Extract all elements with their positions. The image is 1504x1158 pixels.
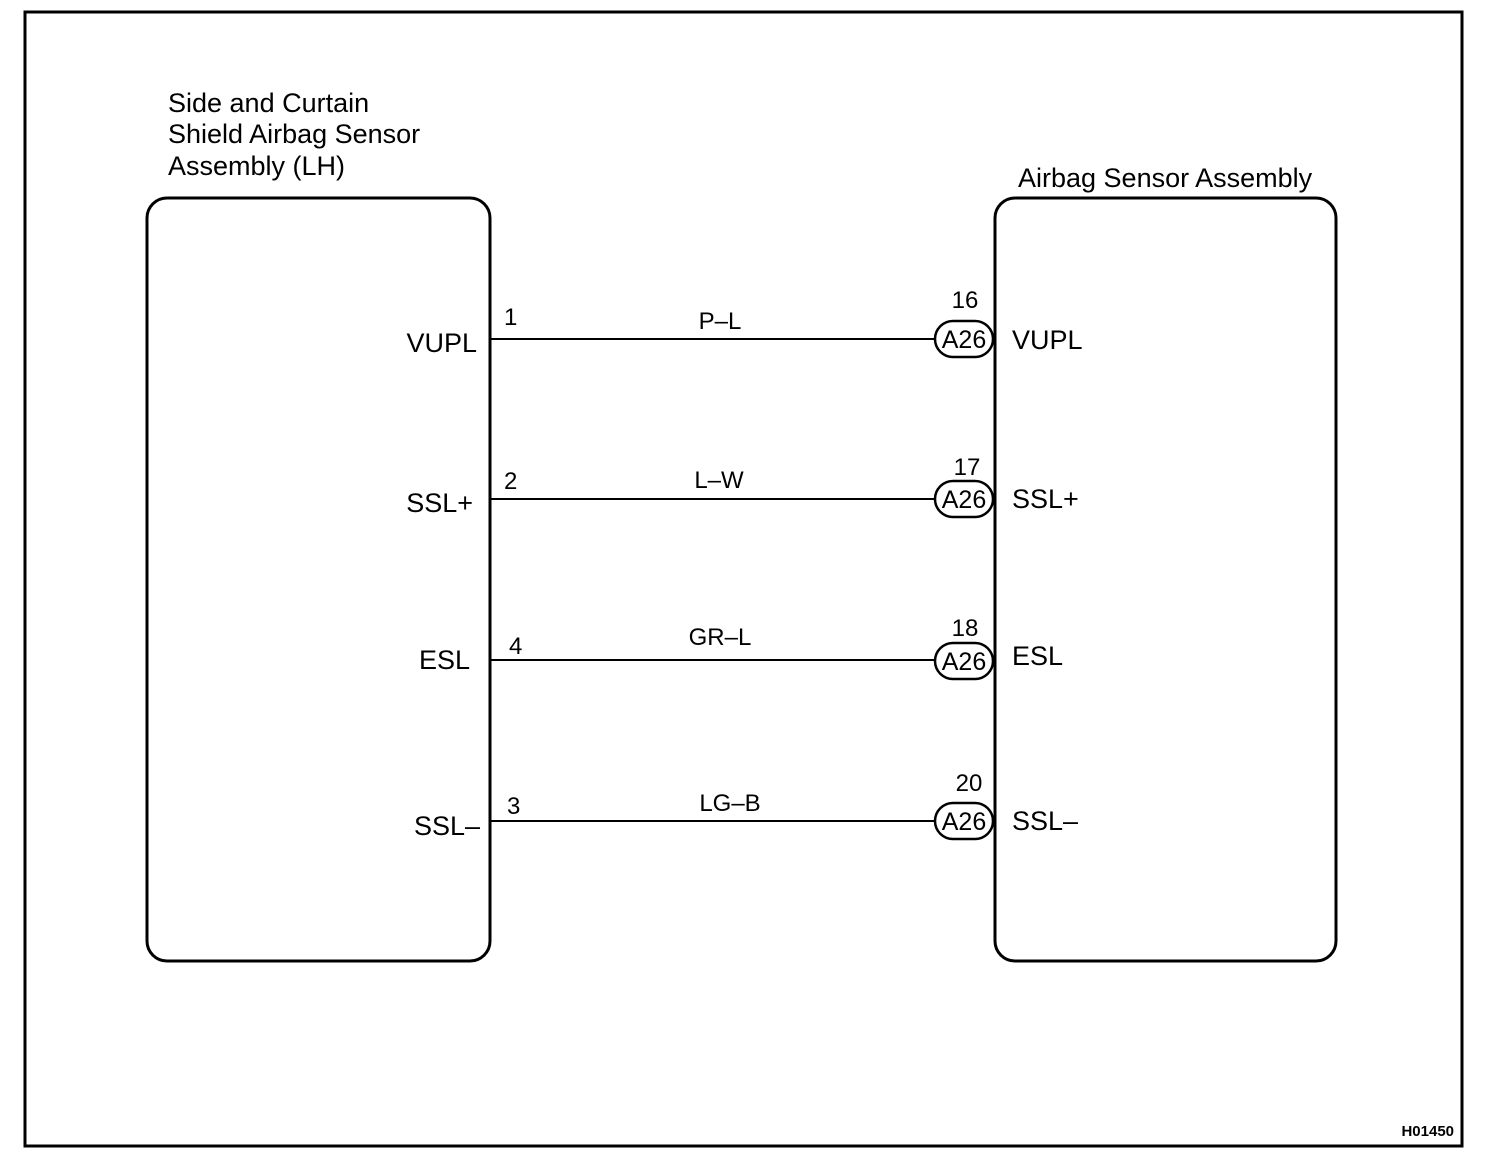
left-component-box (145, 196, 492, 963)
left-pin-number: 2 (504, 468, 517, 495)
left-terminal-label: VUPL (406, 328, 477, 358)
connector-badge (933, 801, 995, 841)
wire-color-label: L–W (694, 467, 744, 494)
connector-badge (933, 319, 995, 359)
figure-frame (23, 10, 1464, 1148)
left-pin-number: 1 (504, 304, 517, 331)
connector-badge (933, 479, 995, 519)
left-component-title-line-3: Assembly (LH) (168, 151, 345, 181)
connection-row-2: SSL+ 2 L–W 17 A26 SSL+ (406, 454, 1079, 519)
connector-label: A26 (942, 808, 986, 836)
connector-label: A26 (942, 486, 986, 514)
right-terminal-label: SSL+ (1012, 484, 1079, 514)
left-component-title-line-2: Shield Airbag Sensor (168, 119, 420, 149)
right-component: Airbag Sensor Assembly (993, 163, 1338, 963)
figure-id: H01450 (1401, 1123, 1454, 1140)
left-pin-number: 3 (507, 793, 520, 820)
left-component-title-line-1: Side and Curtain (168, 88, 369, 118)
connector-label: A26 (942, 326, 986, 354)
left-component: Side and Curtain Shield Airbag Sensor As… (145, 88, 492, 963)
left-terminal-label: SSL– (414, 811, 480, 841)
right-component-box (993, 196, 1338, 963)
connection-row-1: VUPL 1 P–L 16 A26 VUPL (406, 287, 1083, 359)
left-pin-number: 4 (509, 633, 522, 660)
wire-color-label: GR–L (689, 624, 752, 651)
right-pin-number: 20 (956, 770, 983, 797)
left-terminal-label: SSL+ (406, 488, 473, 518)
right-pin-number: 18 (952, 615, 979, 642)
connection-row-3: ESL 4 GR–L 18 A26 ESL (419, 615, 1063, 681)
connection-row-4: SSL– 3 LG–B 20 A26 SSL– (414, 770, 1078, 841)
connector-label: A26 (942, 648, 986, 676)
wire-color-label: P–L (699, 308, 742, 335)
right-terminal-label: SSL– (1012, 806, 1078, 836)
right-terminal-label: VUPL (1012, 325, 1083, 355)
right-terminal-label: ESL (1012, 641, 1063, 671)
connector-badge (933, 641, 995, 681)
right-component-title: Airbag Sensor Assembly (1018, 163, 1313, 193)
right-pin-number: 17 (954, 454, 981, 481)
right-pin-number: 16 (952, 287, 979, 314)
wire-color-label: LG–B (699, 790, 760, 817)
left-terminal-label: ESL (419, 645, 470, 675)
